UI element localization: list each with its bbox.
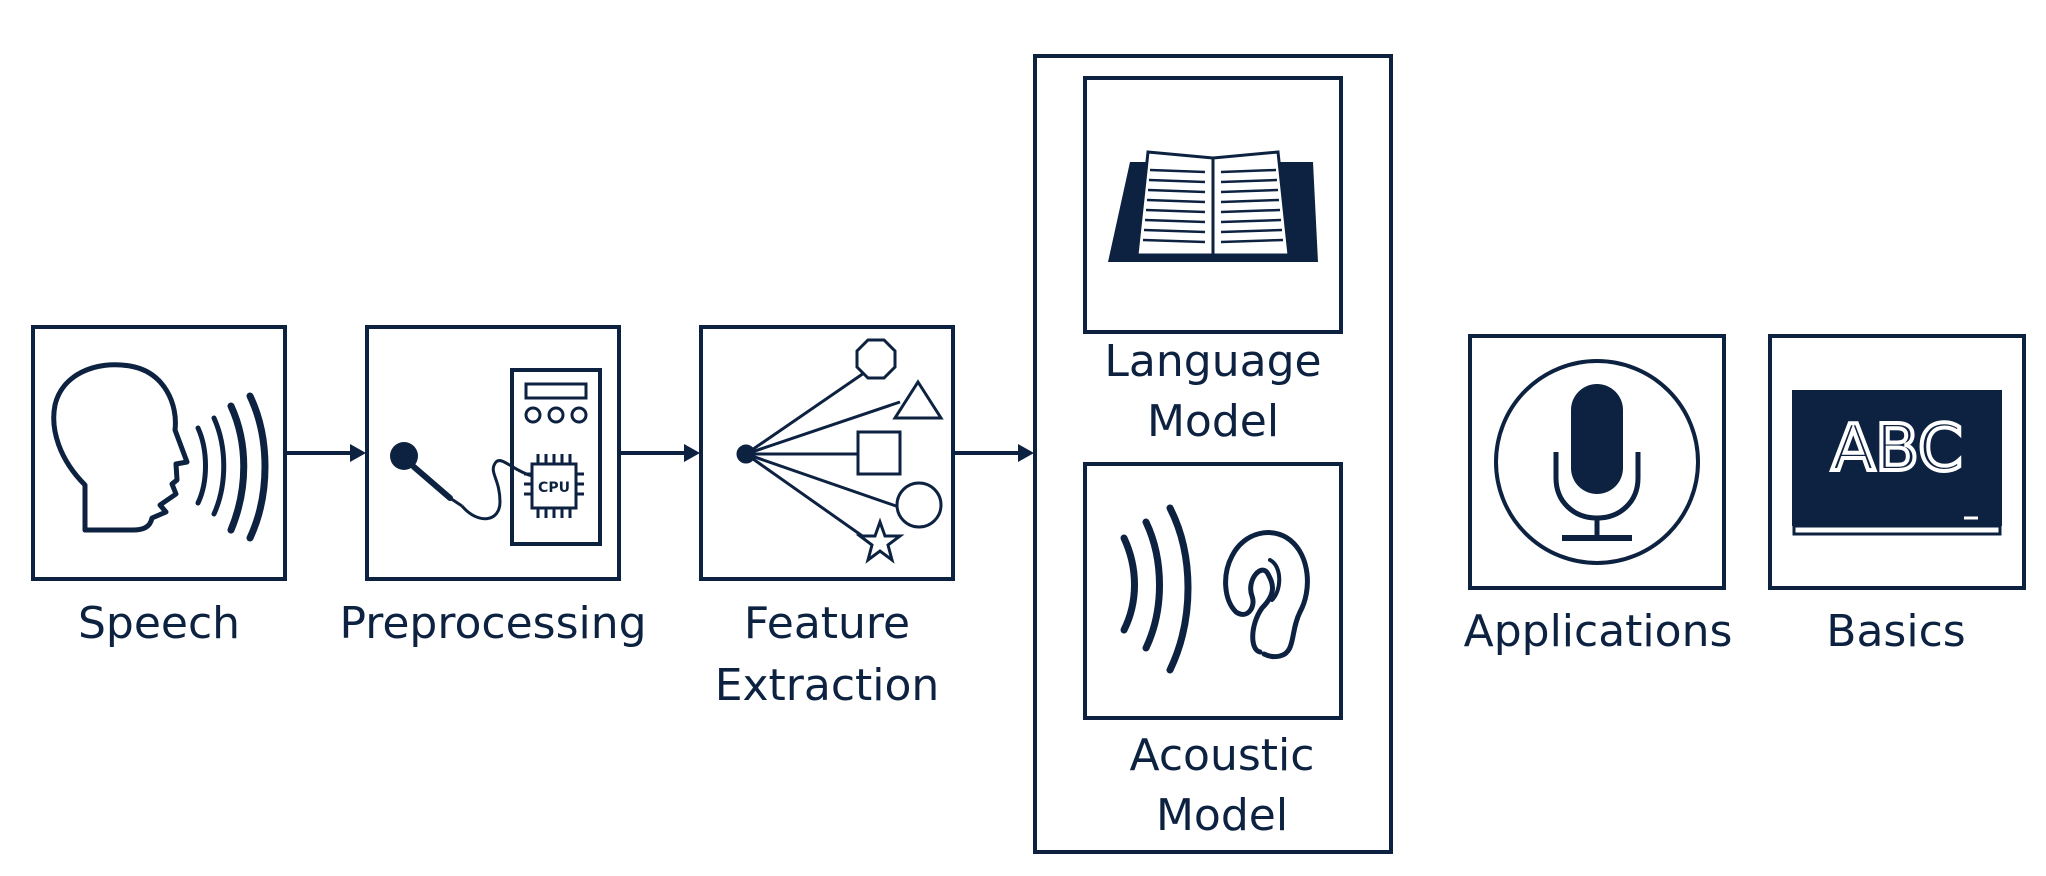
preprocessing-label: Preprocessing <box>339 598 646 649</box>
chalkboard-icon: ABC <box>1792 390 2002 536</box>
basics-label: Basics <box>1826 606 1965 657</box>
speech-node[interactable]: Speech <box>31 325 287 649</box>
arrow-speech-to-preprocessing <box>285 444 366 462</box>
arrow-feature-extraction-to-models <box>953 444 1034 462</box>
speaking-head-icon <box>51 362 269 542</box>
feature-extraction-label-line1: Feature <box>744 598 910 649</box>
acoustic-model-node[interactable]: Acoustic Model <box>1083 462 1343 841</box>
language-model-label-line2: Model <box>1147 396 1279 447</box>
preprocessing-node[interactable]: CPU Preprocessing <box>339 325 647 649</box>
chalkboard-text: ABC <box>1831 412 1962 486</box>
models-group: Language Model Acoustic Model <box>1033 54 1393 854</box>
language-model-label-line1: Language <box>1104 336 1321 387</box>
feature-shapes-icon <box>736 338 944 564</box>
cpu-chip-label: CPU <box>538 480 570 496</box>
applications-node[interactable]: Applications <box>1464 334 1733 657</box>
feature-extraction-label-line2: Extraction <box>715 660 940 711</box>
basics-node[interactable]: ABC Basics <box>1768 334 2026 657</box>
language-model-node[interactable]: Language Model <box>1083 76 1343 447</box>
acoustic-model-label-line2: Model <box>1156 790 1288 841</box>
sound-ear-icon <box>1120 504 1310 674</box>
applications-label: Applications <box>1464 606 1733 657</box>
microphone-cpu-icon: CPU <box>390 368 602 546</box>
microphone-icon <box>1494 359 1700 565</box>
arrow-preprocessing-to-feature-extraction <box>619 444 700 462</box>
feature-extraction-node[interactable]: Feature Extraction <box>699 325 955 711</box>
acoustic-model-label-line1: Acoustic <box>1130 730 1315 781</box>
speech-label: Speech <box>78 598 240 649</box>
open-book-icon <box>1108 150 1318 262</box>
